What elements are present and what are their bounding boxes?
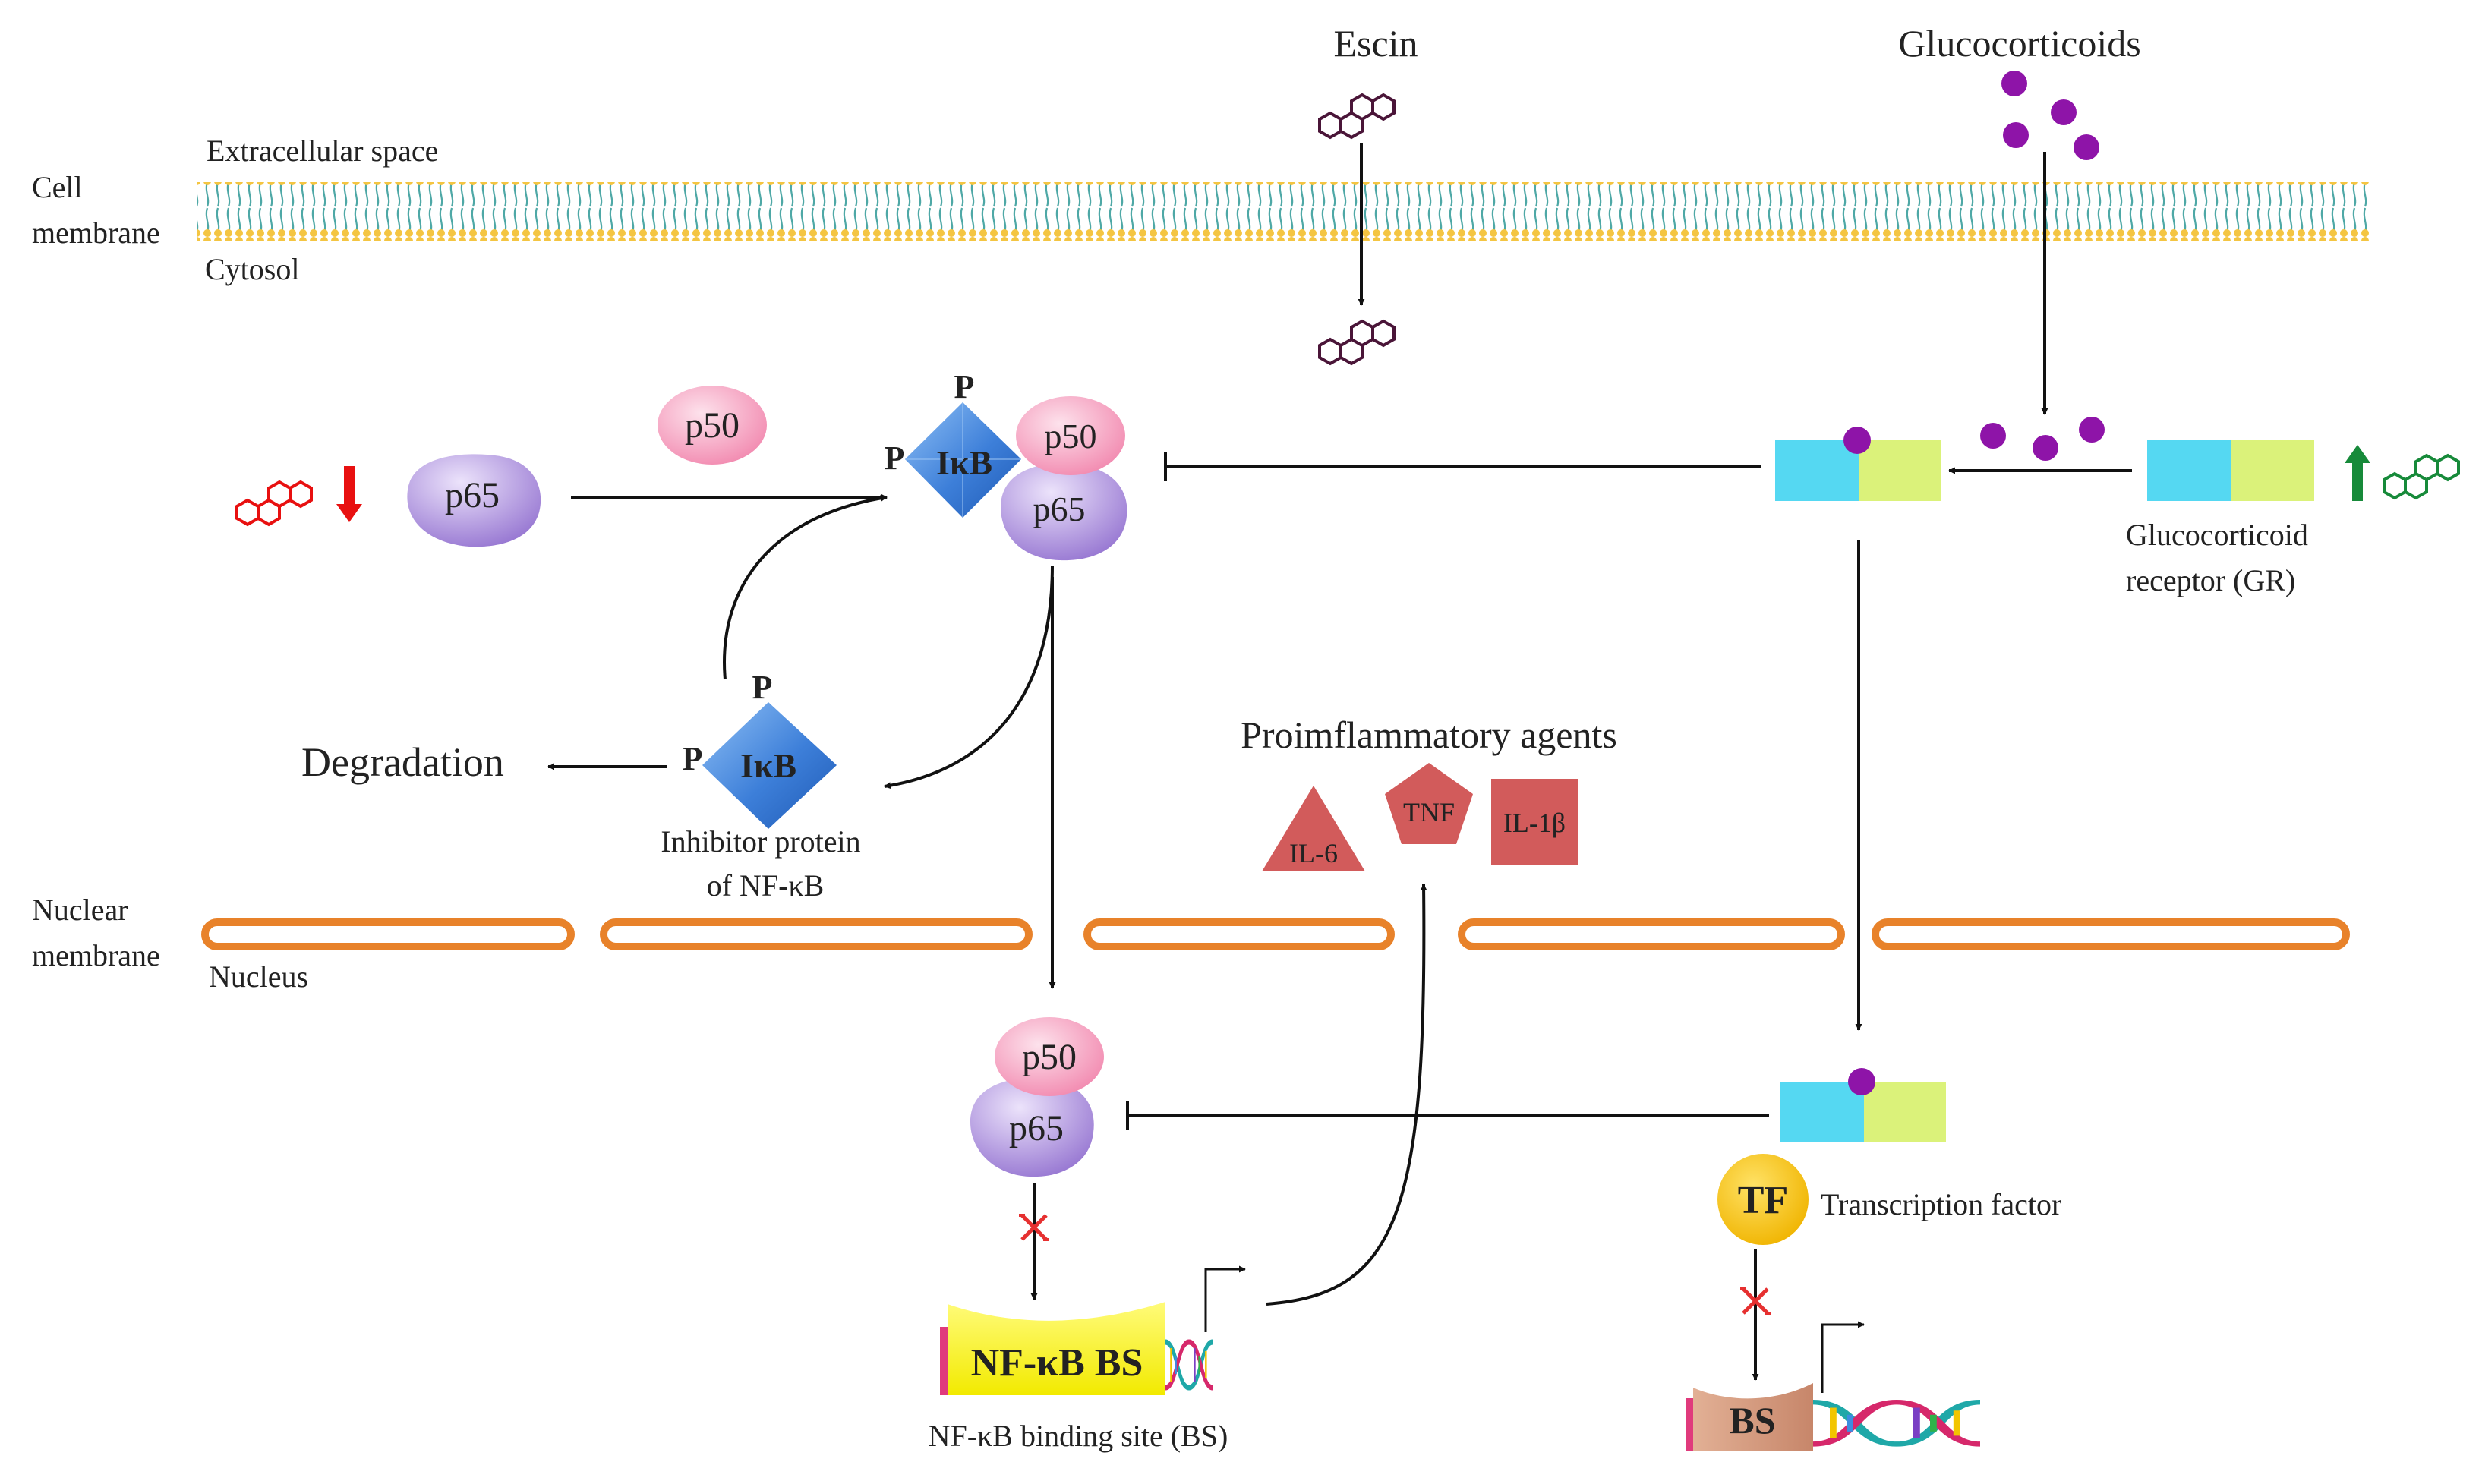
ikb-release-arrow <box>884 565 1054 789</box>
svg-text:IL-6: IL-6 <box>1289 838 1338 868</box>
tnf-agent: TNF <box>1385 763 1473 844</box>
nfkb-bs-label: NF-κB binding site (BS) <box>929 1419 1228 1453</box>
inhibitor-label-line1: Inhibitor protein <box>661 824 860 859</box>
dna-helix-tf <box>1813 1402 1980 1444</box>
nfkb-binding-site: NF-κB BS <box>940 1302 1165 1395</box>
escin-molecule-left <box>235 480 313 526</box>
proinflammatory-expression-arrow <box>1266 884 1427 1306</box>
ikb-recycle-arrow <box>723 494 888 680</box>
glucocorticoid-receptor <box>2147 440 2314 501</box>
escin-title: Escin <box>1333 22 1418 65</box>
il1b-agent: IL-1β <box>1491 779 1578 865</box>
svg-text:BS: BS <box>1729 1399 1775 1441</box>
cell-membrane-label-line1: Cell <box>32 170 83 204</box>
down-arrow-p65 <box>336 466 362 522</box>
binding-site-bs: BS <box>1686 1383 1813 1451</box>
cell-membrane-label-line2: membrane <box>32 216 160 250</box>
ikb-p50-p65-complex: IκB P P p65 p50 <box>885 368 1127 561</box>
nucleus-label: Nucleus <box>209 959 308 994</box>
svg-text:p65: p65 <box>1009 1108 1064 1148</box>
svg-text:P: P <box>954 368 975 405</box>
glucocorticoid-ligands-cytosol <box>1980 417 2105 461</box>
escin-molecule-extracellular <box>1318 93 1396 139</box>
svg-text:p65: p65 <box>1033 490 1086 528</box>
svg-text:IκB: IκB <box>740 746 796 785</box>
cytosol-label: Cytosol <box>205 252 299 286</box>
transcription-factor: TF <box>1717 1154 1809 1245</box>
gr-inhibits-ikb-complex <box>1164 452 1761 481</box>
glucocorticoids-title: Glucocorticoids <box>1898 22 2140 65</box>
p50-free: p50 <box>658 386 767 465</box>
svg-text:NF-κB BS: NF-κB BS <box>971 1341 1143 1385</box>
il6-agent: IL-6 <box>1262 786 1365 871</box>
proinflammatory-title: Proimflammatory agents <box>1241 714 1617 756</box>
svg-text:p65: p65 <box>445 475 500 515</box>
svg-text:p50: p50 <box>685 405 740 446</box>
gr-inhibits-nfkb-nuclear <box>1126 1101 1769 1130</box>
svg-text:P: P <box>752 669 773 706</box>
gr-label-line2: receptor (GR) <box>2126 563 2295 597</box>
nuclear-p50-p65-complex: p65 p50 <box>970 1017 1104 1177</box>
svg-text:P: P <box>885 440 905 477</box>
nuclear-gr-complex <box>1780 1068 1946 1142</box>
p65-free: p65 <box>407 454 541 547</box>
phospho-ikb-free: IκB P P <box>683 669 837 829</box>
degradation-label: Degradation <box>301 739 504 785</box>
dna-helix-nfkb <box>1165 1342 1213 1388</box>
extracellular-space-label: Extracellular space <box>207 134 438 168</box>
glucocorticoid-ligands-extracellular <box>2001 71 2099 160</box>
gr-label-line1: Glucocorticoid <box>2126 518 2308 552</box>
svg-text:IL-1β: IL-1β <box>1503 808 1566 838</box>
escin-molecule-gr-side <box>2383 454 2460 499</box>
escin-molecule-cytosol <box>1318 320 1396 365</box>
svg-text:p50: p50 <box>1022 1037 1077 1077</box>
cell-membrane <box>197 182 2369 241</box>
tf-transcription-start-arrow <box>1821 1321 1865 1393</box>
up-arrow-gr-expression <box>2345 445 2370 501</box>
svg-text:TNF: TNF <box>1403 797 1455 827</box>
nuclear-membrane-label-line1: Nuclear <box>32 893 128 927</box>
svg-text:TF: TF <box>1738 1179 1788 1222</box>
svg-text:p50: p50 <box>1045 417 1097 455</box>
svg-text:P: P <box>683 740 703 777</box>
inhibitor-label-line2: of NF-κB <box>707 868 825 903</box>
nfkb-transcription-start-arrow <box>1204 1265 1246 1332</box>
nuclear-membrane-label-line2: membrane <box>32 938 160 972</box>
transcription-factor-label: Transcription factor <box>1821 1187 2061 1221</box>
svg-text:IκB: IκB <box>936 443 992 482</box>
nuclear-membrane <box>201 918 2350 950</box>
bound-gr-complex-cytosol <box>1775 427 1941 501</box>
